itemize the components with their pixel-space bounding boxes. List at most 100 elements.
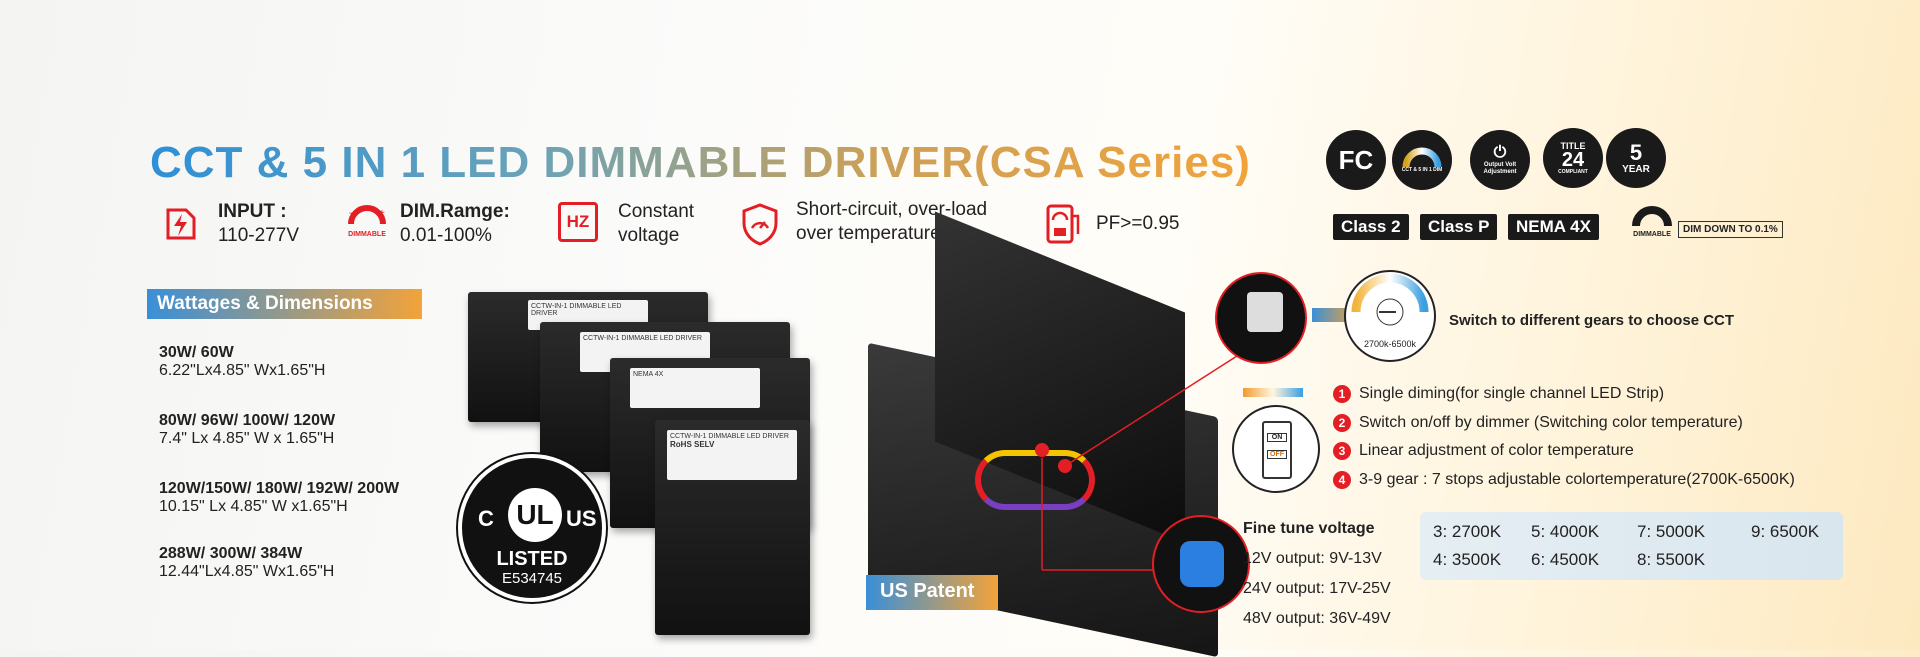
cct-dim-icon: CCT & 5 IN 1 DIM <box>1392 130 1452 190</box>
mode-text: Switch on/off by dimmer (Switching color… <box>1359 414 1743 431</box>
cct-table: 3: 2700K 5: 4000K 7: 5000K 9: 6500K 4: 3… <box>1420 512 1843 580</box>
ul-mark: UL <box>508 488 562 542</box>
cct-knob-zoom-image <box>1215 272 1307 364</box>
wattage-watts: 288W/ 300W/ 384W <box>159 545 303 562</box>
power-meter-icon <box>1040 200 1088 248</box>
input-label: INPUT : <box>218 201 287 222</box>
mode-number: 3 <box>1333 442 1351 460</box>
dim-value: 0.01-100% <box>400 225 492 246</box>
mode-item: 1 Single diming(for single channel LED St… <box>1333 385 1664 403</box>
wattage-watts: 120W/150W/ 180W/ 192W/ 200W <box>159 480 400 497</box>
wattage-dims: 12.44"Lx4.85" Wx1.65"H <box>159 563 335 580</box>
cct-gradient-bar <box>1243 388 1303 397</box>
output-volt-icon: ⏻Output Volt Adjustment <box>1470 130 1530 190</box>
driver-label: NEMA 4X <box>630 368 760 408</box>
dim-range-feature: DIM.Ramge: 0.01-100% <box>400 200 510 248</box>
cct-gear: 6: 4500K <box>1531 550 1600 569</box>
wattage-dims: 7.4" Lx 4.85" W x 1.65"H <box>159 430 335 447</box>
output-volt-text: Output Volt Adjustment <box>1483 162 1517 175</box>
cct-gear: 5: 4000K <box>1531 522 1600 541</box>
constant-voltage-feature: Constant voltage <box>618 200 694 248</box>
fine-tune-line: 48V output: 36V-49V <box>1243 610 1391 627</box>
fine-tune-line: 24V output: 17V-25V <box>1243 580 1391 597</box>
fine-tune-line: 12V output: 9V-13V <box>1243 550 1382 567</box>
protection-line2: over temperature <box>796 223 941 244</box>
protection-line1: Short-circuit, over-load <box>796 199 988 220</box>
fine-tune-title: Fine tune voltage <box>1243 520 1375 537</box>
ul-c: C <box>478 506 494 531</box>
dim-label: DIM.Ramge: <box>400 201 510 222</box>
year-bottom: YEAR <box>1622 163 1650 175</box>
dim-down-icon-text: DIMMABLE <box>1633 231 1671 238</box>
input-value: 110-277V <box>218 225 299 246</box>
driver-label-title: CCTW-IN-1 DIMMABLE LED DRIVER <box>670 433 789 440</box>
mode-item: 2 Switch on/off by dimmer (Switching colo… <box>1333 414 1743 432</box>
nema4x-badge: NEMA 4X <box>1508 214 1599 240</box>
pf-value: PF>=0.95 <box>1096 213 1180 234</box>
svg-text:+: + <box>379 208 385 219</box>
classp-badge: Class P <box>1420 214 1498 240</box>
mode-item: 3 Linear adjustment of color temperature <box>1333 442 1634 460</box>
dimmer-switch-icon: ON OFF <box>1232 405 1320 493</box>
wattages-label: Wattages & Dimensions <box>147 289 422 319</box>
wires-image <box>975 450 1095 510</box>
class2-badge: Class 2 <box>1333 214 1409 240</box>
cct-dim-text: CCT & 5 IN 1 DIM <box>1401 167 1443 173</box>
arrow-icon <box>1312 308 1352 322</box>
cct-dial-icon: 2700k-6500k <box>1344 270 1436 362</box>
ul-number: E534745 <box>501 570 563 587</box>
mode-text: Linear adjustment of color temperature <box>1359 442 1634 459</box>
ul-listed-logo: C UL US LISTED E534745 <box>458 454 606 602</box>
svg-text:-: - <box>349 208 352 219</box>
cct-gear: 9: 6500K <box>1751 522 1820 541</box>
fine-tune-section: Fine tune voltage 12V output: 9V-13V 24V… <box>1243 514 1391 634</box>
cv-line2: voltage <box>618 225 680 246</box>
dimmable-icon-text: DIMMABLE <box>348 231 386 238</box>
us-patent-label: US Patent <box>866 575 998 610</box>
cct-gear: 8: 5500K <box>1637 550 1706 569</box>
input-feature: INPUT : 110-277V <box>218 200 299 248</box>
callout-lines <box>1035 339 1263 571</box>
page-title: CCT & 5 IN 1 LED DIMMABLE DRIVER(CSA Ser… <box>150 138 1251 187</box>
driver-label-rohs: RoHS SELV <box>670 440 715 449</box>
cct-switch-caption: Switch to different gears to choose CCT <box>1449 312 1735 329</box>
voltage-knob-zoom-image <box>1152 515 1250 613</box>
dial-label: 2700k-6500k <box>1363 339 1417 349</box>
dim-down-text: DIM DOWN TO 0.1% <box>1678 221 1783 238</box>
year-mid: 5 <box>1629 139 1643 165</box>
cct-gear: 7: 5000K <box>1637 522 1706 541</box>
wattage-watts: 80W/ 96W/ 100W/ 120W <box>159 412 336 429</box>
cct-gear: 4: 3500K <box>1433 550 1502 569</box>
dim-down-icon: DIMMABLE <box>1626 202 1678 238</box>
title24-bottom: COMPLIANT <box>1558 169 1588 175</box>
hz-icon: HZ <box>558 202 598 242</box>
wattage-watts: 30W/ 60W <box>159 344 234 361</box>
cct-gear: 3: 2700K <box>1433 522 1502 541</box>
shield-icon <box>736 200 784 248</box>
mode-number: 2 <box>1333 414 1351 432</box>
switch-on: ON <box>1267 433 1287 442</box>
dimmable-icon: - + DIMMABLE <box>342 204 392 238</box>
switch-off: OFF <box>1267 450 1287 459</box>
title24-top: TITLE <box>1560 141 1586 151</box>
cv-line1: Constant <box>618 201 695 222</box>
ul-listed: LISTED <box>496 548 568 570</box>
fcc-icon: FC <box>1326 130 1386 190</box>
wattage-dims: 6.22"Lx4.85" Wx1.65"H <box>159 362 326 379</box>
title24-mid: 24 <box>1561 149 1585 171</box>
mode-number: 1 <box>1333 385 1351 403</box>
ul-us: US <box>566 506 597 531</box>
wattage-dims: 10.15" Lx 4.85" W x1.65"H <box>159 498 348 515</box>
mode-text: Single diming(for single channel LED Str… <box>1359 385 1665 402</box>
lightning-plug-icon <box>156 200 204 248</box>
mode-number: 4 <box>1333 471 1351 489</box>
